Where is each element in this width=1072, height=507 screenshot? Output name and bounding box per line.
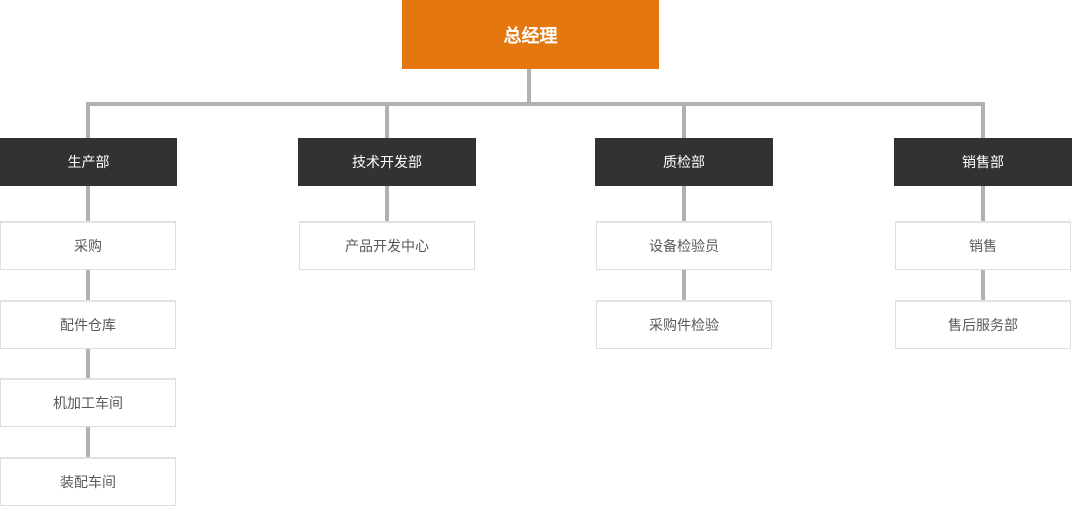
org-node-qc-dept[interactable]: 质检部 xyxy=(595,138,773,186)
connector-drop-qc xyxy=(682,106,686,138)
org-node-assembly-workshop[interactable]: 装配车间 xyxy=(0,457,176,506)
connector-production-3 xyxy=(86,349,90,378)
connector-horizontal-rail xyxy=(86,102,985,106)
org-node-sales-dept[interactable]: 销售部 xyxy=(894,138,1072,186)
org-node-tech-dev-dept[interactable]: 技术开发部 xyxy=(298,138,476,186)
org-node-production-dept[interactable]: 生产部 xyxy=(0,138,177,186)
connector-production-1 xyxy=(86,186,90,221)
connector-tech-1 xyxy=(385,186,389,221)
connector-drop-sales xyxy=(981,106,985,138)
org-node-purchasing[interactable]: 采购 xyxy=(0,221,176,270)
org-node-equipment-inspector[interactable]: 设备检验员 xyxy=(596,221,772,270)
connector-qc-2 xyxy=(682,270,686,300)
org-node-machining-workshop[interactable]: 机加工车间 xyxy=(0,378,176,427)
connector-root-stub xyxy=(527,69,531,102)
connector-production-4 xyxy=(86,427,90,457)
org-node-general-manager[interactable]: 总经理 xyxy=(402,0,659,69)
org-node-sales[interactable]: 销售 xyxy=(895,221,1071,270)
connector-qc-1 xyxy=(682,186,686,221)
org-node-parts-warehouse[interactable]: 配件仓库 xyxy=(0,300,176,349)
connector-drop-production xyxy=(86,106,90,138)
connector-drop-tech xyxy=(385,106,389,138)
connector-sales-2 xyxy=(981,270,985,300)
connector-production-2 xyxy=(86,270,90,300)
org-node-after-sales-service[interactable]: 售后服务部 xyxy=(895,300,1071,349)
org-node-product-dev-center[interactable]: 产品开发中心 xyxy=(299,221,475,270)
connector-sales-1 xyxy=(981,186,985,221)
org-node-purchased-parts-inspection[interactable]: 采购件检验 xyxy=(596,300,772,349)
